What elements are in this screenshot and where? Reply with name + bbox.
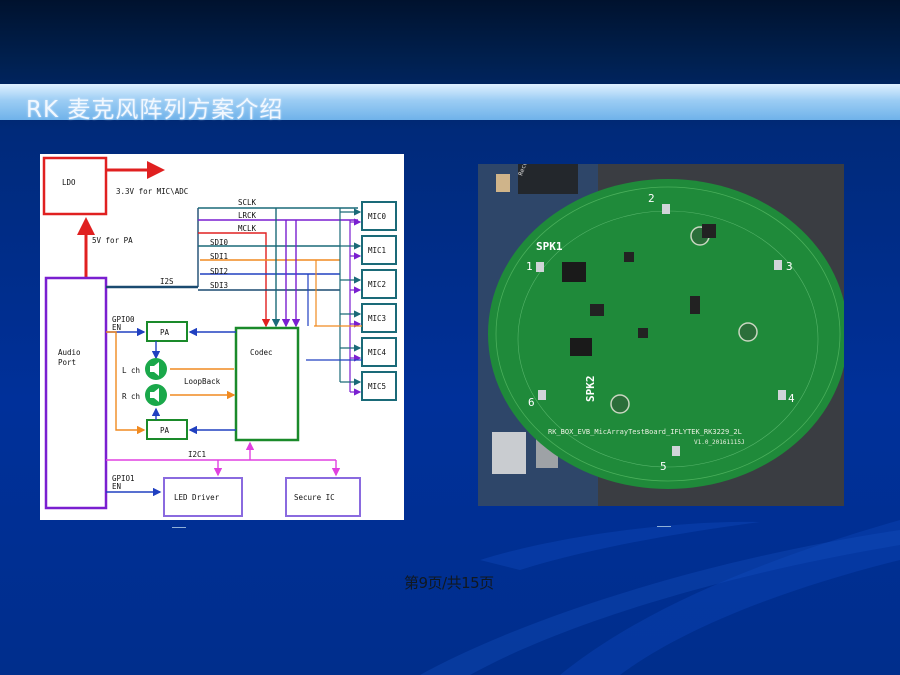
diagram-caption-mark: [172, 527, 186, 528]
i2s-label: I2S: [160, 277, 174, 286]
spk2-label: SPK2: [584, 376, 597, 403]
rail-33v-label: 3.3V for MIC\ADC: [116, 187, 188, 196]
mic2-icon: [662, 204, 670, 214]
page-number: 第9页/共15页: [404, 574, 494, 592]
mic-number-2: 2: [648, 192, 655, 205]
mic4-block: [361, 337, 397, 367]
ldo-label: LDO: [62, 178, 76, 187]
usb-port-icon: [492, 432, 526, 474]
block-diagram: LDO 3.3V for MIC\ADC 5V for PA Audio Por…: [40, 154, 404, 520]
mic-boxes: MIC0 MIC1 MIC2 MIC3 MIC4 MIC5: [361, 201, 397, 401]
mic-number-5: 5: [660, 460, 667, 473]
i2c1-label: I2C1: [188, 450, 206, 459]
secure-ic-block: [285, 477, 361, 517]
pcb-board: [488, 179, 844, 489]
signal-sdi3: SDI3: [210, 281, 228, 290]
pcb-photo-svg: Recover SPK1: [478, 164, 844, 506]
codec-label: Codec: [250, 348, 273, 357]
mount-hole-icon: [738, 322, 758, 342]
mic1-block: [361, 235, 397, 265]
mount-hole-icon: [610, 394, 630, 414]
led-driver-label: LED Driver: [174, 493, 220, 502]
gpio0-en-label: EN: [112, 323, 121, 332]
mic5-icon: [672, 446, 680, 456]
spk1-label: SPK1: [536, 240, 563, 253]
mic1-label: MIC1: [368, 246, 386, 255]
signal-sdi0: SDI0: [210, 238, 229, 247]
board-name-label: RK_BOX_EVB_MicArrayTestBoard_IFLYTEK_RK3…: [548, 428, 742, 436]
mic0-label: MIC0: [368, 212, 387, 221]
gpio1-label: GPIO1: [112, 474, 135, 483]
mic5-block: [361, 371, 397, 401]
mic-number-6: 6: [528, 396, 535, 409]
secure-ic-label: Secure IC: [294, 493, 335, 502]
pcb-photo: Recover SPK1: [478, 164, 844, 506]
loopback-label: LoopBack: [184, 377, 221, 386]
button-icon: [496, 174, 510, 192]
signal-sclk: SCLK: [238, 198, 257, 207]
mic3-block: [361, 303, 397, 333]
codec-block: [234, 326, 300, 442]
speaker-r-icon: [145, 384, 167, 406]
l-ch-label: L ch: [122, 366, 140, 375]
signal-mclk: MCLK: [238, 224, 257, 233]
block-diagram-svg: LDO 3.3V for MIC\ADC 5V for PA Audio Por…: [42, 156, 397, 517]
pa-top-label: PA: [160, 328, 170, 337]
mic4-label: MIC4: [368, 348, 387, 357]
mic-number-3: 3: [786, 260, 793, 273]
audio-port-label-2: Port: [58, 358, 76, 367]
title-band: [0, 84, 900, 120]
mic3-icon: [774, 260, 782, 270]
mic2-label: MIC2: [368, 280, 386, 289]
pa-bottom-block: [146, 419, 188, 440]
photo-caption-mark: [657, 526, 671, 527]
signal-lrck: LRCK: [238, 211, 257, 220]
ldo-block: [42, 156, 108, 216]
pa-bottom-label: PA: [160, 426, 170, 435]
mic6-icon: [538, 390, 546, 400]
audio-port-block: [44, 276, 108, 510]
signal-sdi2: SDI2: [210, 267, 228, 276]
r-ch-label: R ch: [122, 392, 140, 401]
speaker-l-icon: [145, 358, 167, 380]
rail-5v-label: 5V for PA: [92, 236, 133, 245]
mic-number-4: 4: [788, 392, 795, 405]
signal-sdi1: SDI1: [210, 252, 228, 261]
mic1-icon: [536, 262, 544, 272]
board-version-label: V1.0_20161115J: [694, 439, 745, 446]
slide-title: RK 麦克风阵列方案介绍: [26, 97, 284, 123]
led-driver-block: [163, 477, 243, 517]
mic4-icon: [778, 390, 786, 400]
mic5-label: MIC5: [368, 382, 386, 391]
mic2-block: [361, 269, 397, 299]
mic-number-1: 1: [526, 260, 533, 273]
gpio1-en-label: EN: [112, 482, 121, 491]
gpio0-label: GPIO0: [112, 315, 135, 324]
mic3-label: MIC3: [368, 314, 386, 323]
mic0-block: [361, 201, 397, 231]
audio-port-label-1: Audio: [58, 348, 81, 357]
pa-top-block: [146, 321, 188, 342]
